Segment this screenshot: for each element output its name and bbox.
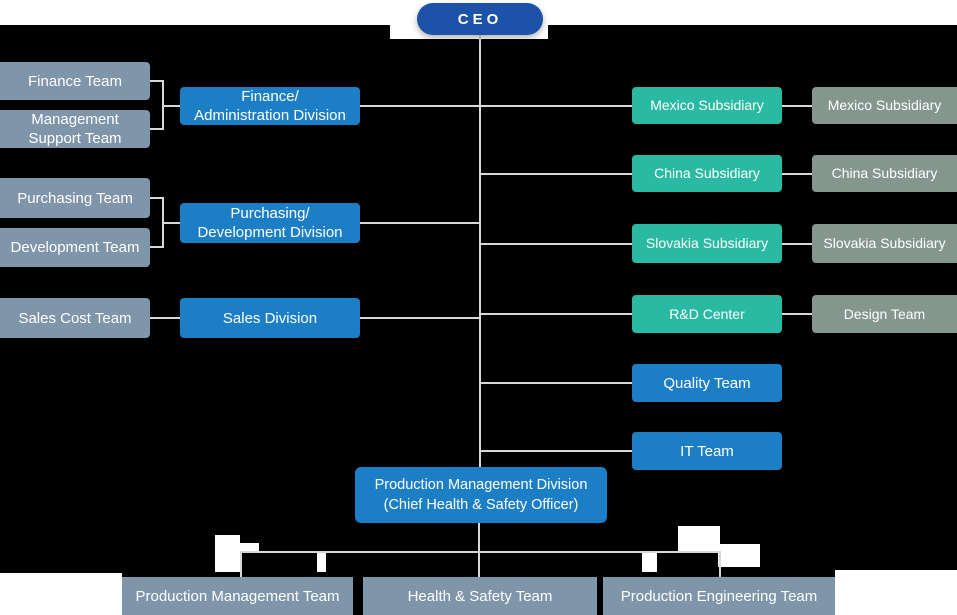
org-node-finance-administration-division: Finance/ Administration Division <box>180 87 360 125</box>
connector <box>479 243 632 245</box>
white-artifact <box>718 544 760 567</box>
connector <box>478 523 480 577</box>
connector <box>240 551 720 553</box>
white-bottom-right <box>835 570 957 615</box>
org-node-china-subsidiary: China Subsidiary <box>632 155 782 192</box>
org-node-rnd-center: R&D Center <box>632 295 782 333</box>
connector <box>782 105 812 107</box>
white-artifact <box>317 552 326 572</box>
connector <box>150 80 163 82</box>
connector <box>162 222 180 224</box>
connector <box>150 246 163 248</box>
connector <box>782 313 812 315</box>
connector <box>479 173 632 175</box>
connector <box>150 317 180 319</box>
connector <box>240 551 242 577</box>
connector <box>479 382 632 384</box>
org-node-production-engineering-team: Production Engineering Team <box>603 577 835 615</box>
org-node-health-safety-team: Health & Safety Team <box>363 577 597 615</box>
org-node-mexico-subsidiary: Mexico Subsidiary <box>632 87 782 124</box>
connector <box>782 173 812 175</box>
org-node-ceo: CEO <box>417 3 543 35</box>
connector <box>479 450 632 452</box>
org-node-production-management-division: Production Management Division (Chief He… <box>355 467 607 523</box>
org-node-management-support-team: Management Support Team <box>0 110 150 148</box>
white-artifact <box>215 535 240 572</box>
connector <box>782 243 812 245</box>
org-node-production-management-team: Production Management Team <box>122 577 353 615</box>
org-node-design-team: Design Team <box>812 295 957 333</box>
org-node-purchasing-development-division: Purchasing/ Development Division <box>180 203 360 243</box>
connector <box>150 128 163 130</box>
org-node-china-subsidiary-local: China Subsidiary <box>812 155 957 192</box>
connector <box>479 313 632 315</box>
connector <box>162 105 180 107</box>
org-node-slovakia-subsidiary-local: Slovakia Subsidiary <box>812 224 957 263</box>
white-artifact <box>240 543 259 553</box>
white-artifact <box>678 526 720 552</box>
org-node-finance-team: Finance Team <box>0 62 150 100</box>
org-node-purchasing-team: Purchasing Team <box>0 178 150 218</box>
org-node-sales-cost-team: Sales Cost Team <box>0 298 150 338</box>
white-artifact <box>642 552 657 572</box>
connector <box>150 197 163 199</box>
trunk-line <box>479 35 481 467</box>
org-node-it-team: IT Team <box>632 432 782 470</box>
connector <box>360 222 479 224</box>
connector <box>719 551 721 577</box>
connector <box>360 105 479 107</box>
org-node-mexico-subsidiary-local: Mexico Subsidiary <box>812 87 957 124</box>
org-node-sales-division: Sales Division <box>180 298 360 338</box>
connector <box>479 105 632 107</box>
org-node-quality-team: Quality Team <box>632 364 782 402</box>
org-node-slovakia-subsidiary: Slovakia Subsidiary <box>632 224 782 263</box>
org-node-development-team: Development Team <box>0 228 150 267</box>
connector <box>360 317 479 319</box>
white-bottom-left <box>0 573 122 615</box>
